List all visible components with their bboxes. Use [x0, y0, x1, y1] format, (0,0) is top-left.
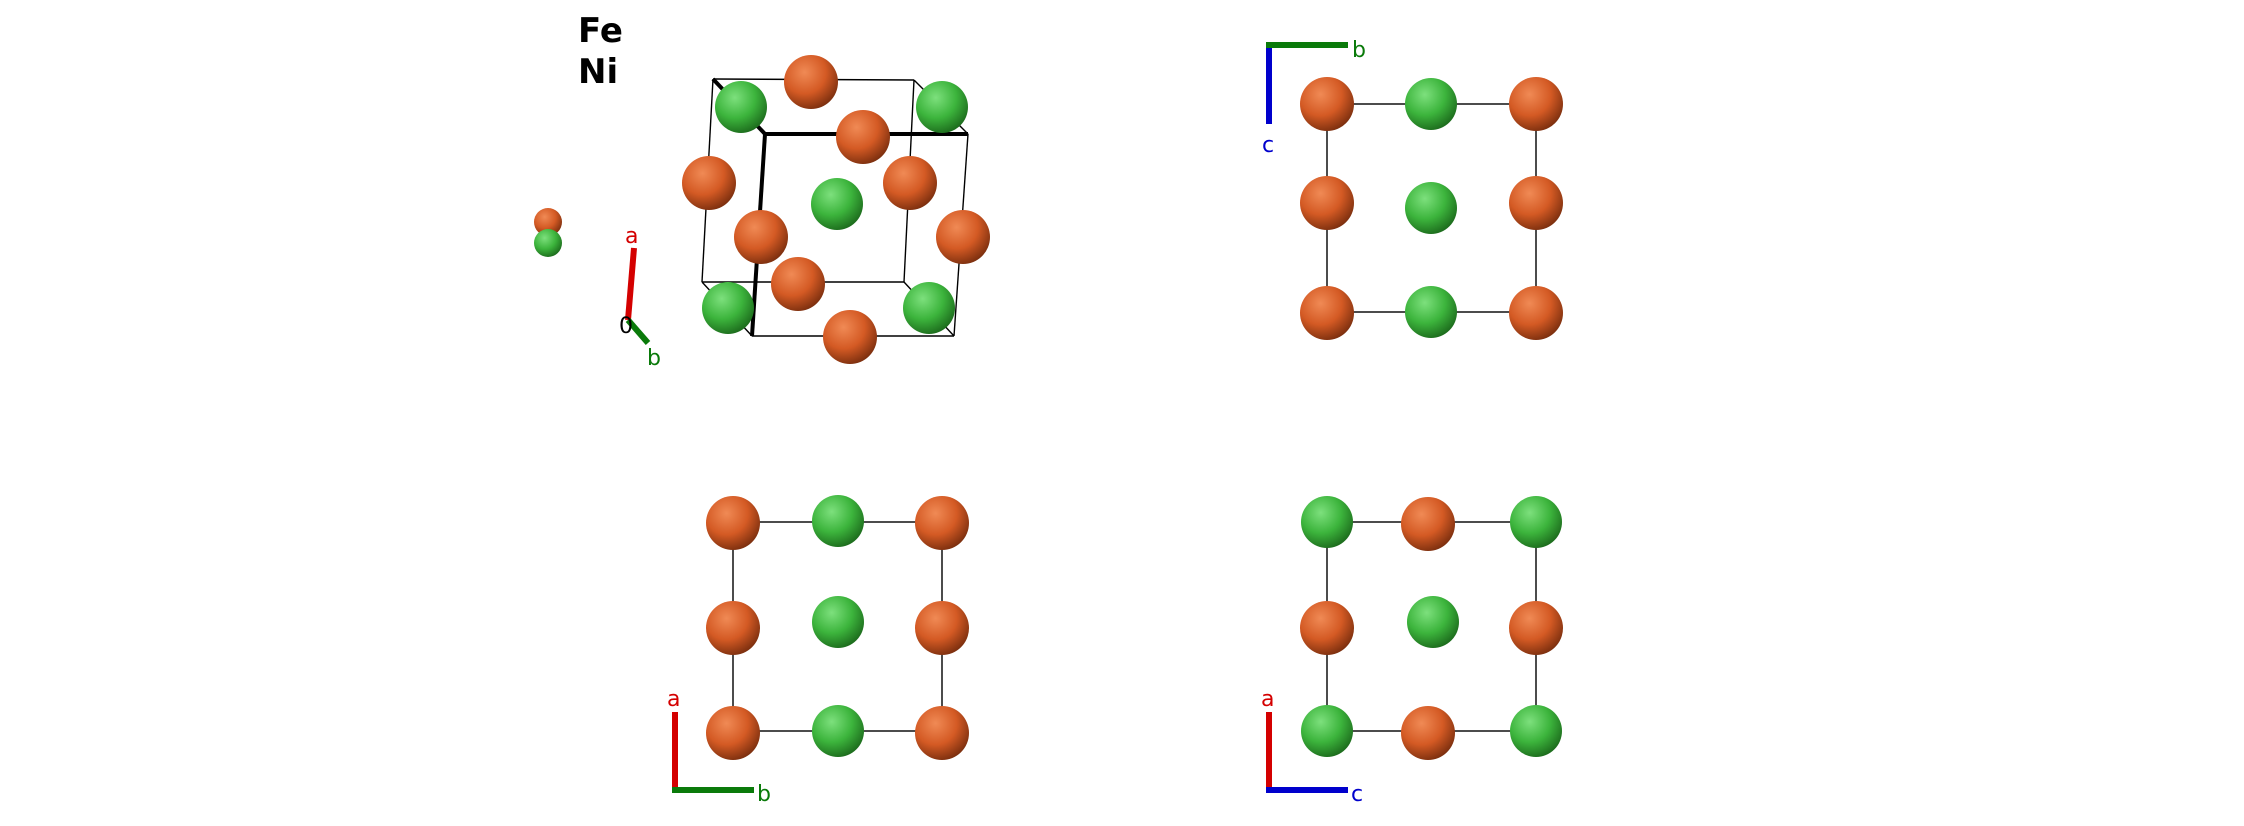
atom-fe: [1401, 497, 1455, 551]
atom-ni: [916, 81, 968, 133]
atom-fe: [915, 496, 969, 550]
axis-label-b: b: [1352, 38, 1366, 63]
atom-ni: [811, 178, 863, 230]
atom-fe: [1300, 601, 1354, 655]
atom-fe: [883, 156, 937, 210]
axis-triad-ab: a b: [667, 687, 771, 807]
atom-ni: [1301, 496, 1353, 548]
atom-ni: [812, 705, 864, 757]
legend-atom-ni: [534, 229, 562, 257]
axis-label-c: c: [1262, 133, 1274, 158]
atom-fe: [1401, 706, 1455, 760]
axis-label-b: b: [647, 346, 661, 371]
atom-ni: [812, 495, 864, 547]
axis-label-a: a: [625, 224, 638, 249]
view-along-b: a c: [1261, 496, 1563, 807]
atom-ni: [702, 282, 754, 334]
axis-a: [625, 247, 637, 321]
axis-label-c: c: [1351, 782, 1363, 807]
atom-fe: [706, 601, 760, 655]
atom-fe: [1509, 601, 1563, 655]
atom-ni: [1510, 705, 1562, 757]
atom-fe: [1509, 77, 1563, 131]
atoms-view-bc: [1300, 77, 1563, 340]
atom-fe: [823, 310, 877, 364]
atom-fe: [1300, 286, 1354, 340]
atom-ni: [1405, 78, 1457, 130]
perspective-view: a 0 b: [619, 55, 990, 371]
atom-ni: [1405, 286, 1457, 338]
atom-fe: [1509, 176, 1563, 230]
axis-triad-bc: b c: [1262, 38, 1366, 158]
legend-label-fe: Fe: [578, 11, 623, 51]
atom-ni: [1405, 182, 1457, 234]
element-legend: Fe Ni: [534, 11, 623, 257]
atom-fe: [734, 210, 788, 264]
atom-fe: [1300, 176, 1354, 230]
atom-ni: [812, 596, 864, 648]
atom-ni: [903, 282, 955, 334]
axis-label-origin: 0: [619, 314, 633, 339]
atoms-view-ac: [1300, 496, 1563, 760]
atom-fe: [1509, 286, 1563, 340]
atom-fe: [1300, 77, 1354, 131]
axis-triad-ac: a c: [1261, 687, 1363, 807]
atom-fe: [706, 706, 760, 760]
atom-ni: [1301, 705, 1353, 757]
atom-fe: [915, 706, 969, 760]
atoms-view-ab: [706, 495, 969, 760]
atom-ni: [1510, 496, 1562, 548]
atoms-perspective: [682, 55, 990, 364]
axis-label-a: a: [1261, 687, 1274, 712]
axis-triad-perspective: a 0 b: [619, 224, 661, 371]
atom-ni: [1407, 596, 1459, 648]
axis-label-a: a: [667, 687, 680, 712]
axis-b: [625, 318, 651, 345]
atom-fe: [784, 55, 838, 109]
atom-fe: [682, 156, 736, 210]
view-along-a: b c: [1262, 38, 1563, 340]
atom-fe: [915, 601, 969, 655]
legend-label-ni: Ni: [578, 52, 618, 92]
legend-atom-fe: [534, 208, 562, 236]
atom-fe: [936, 210, 990, 264]
atom-fe: [836, 110, 890, 164]
atom-fe: [706, 496, 760, 550]
atom-fe: [771, 257, 825, 311]
axis-label-b: b: [757, 782, 771, 807]
view-along-c: a b: [667, 495, 969, 807]
atom-ni: [715, 81, 767, 133]
